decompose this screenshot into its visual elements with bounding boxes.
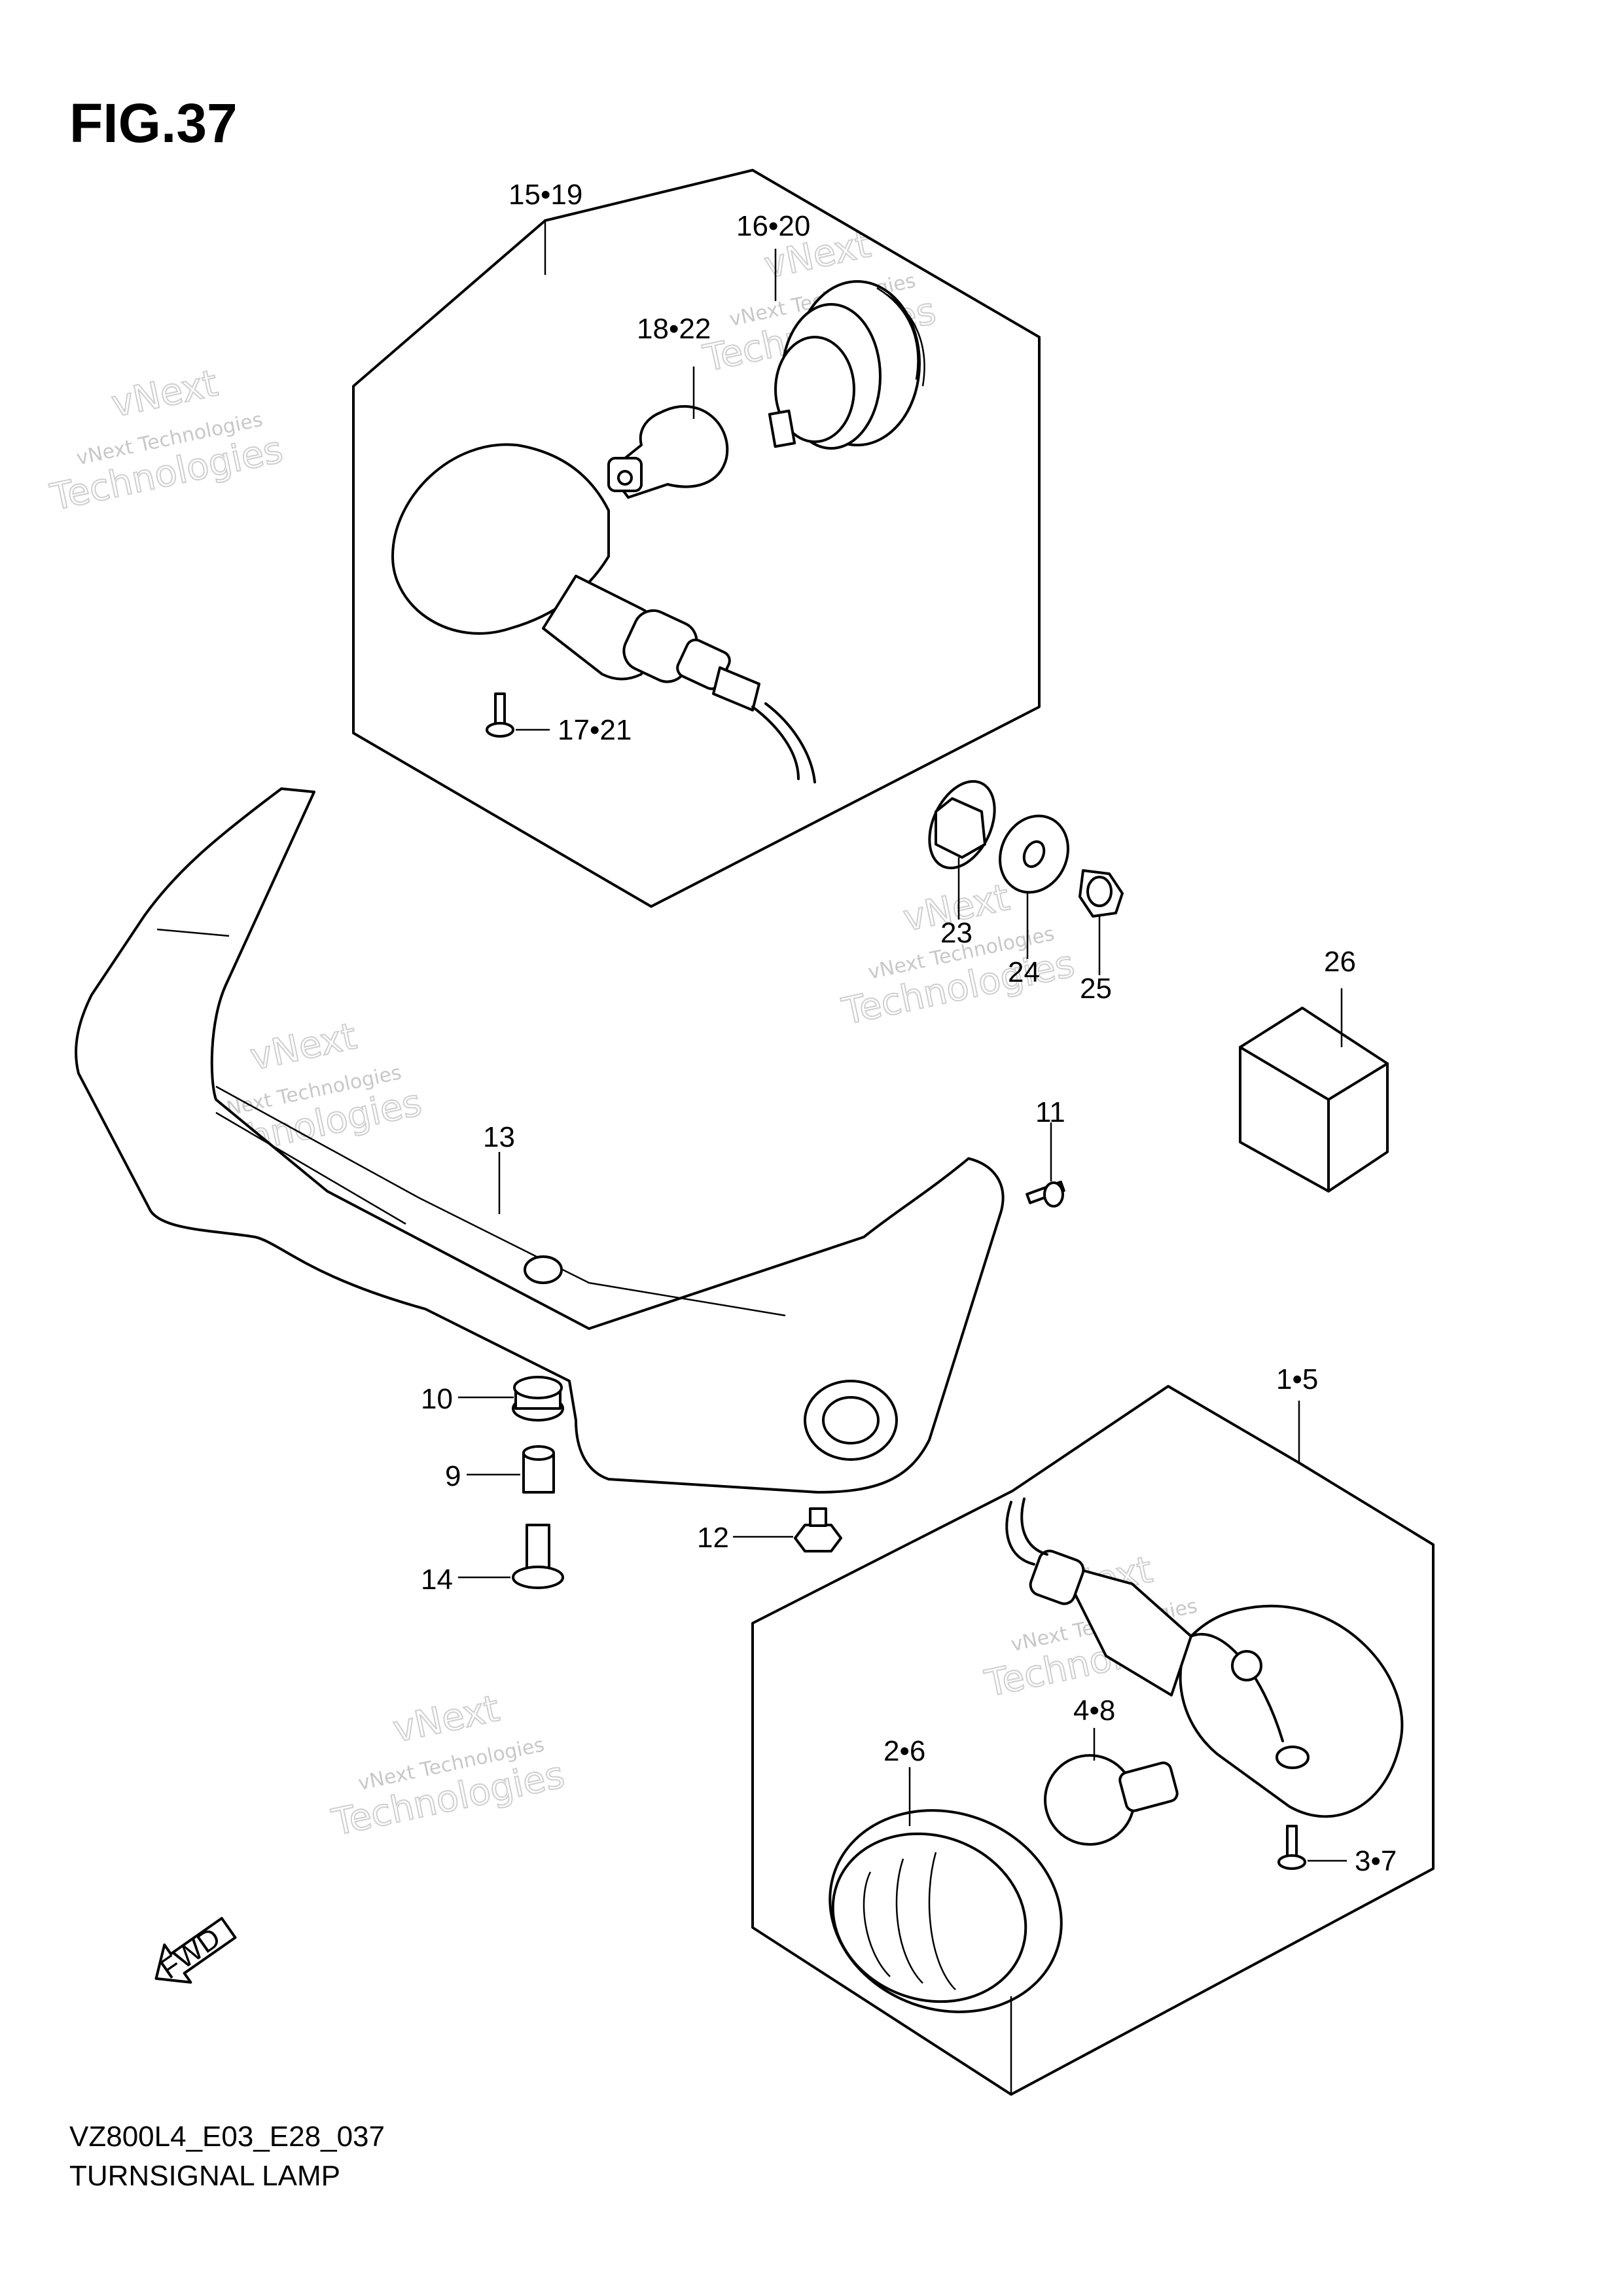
forward-direction-arrow: FWD [154,1916,237,1985]
callout-12: 12 [697,1522,729,1554]
callout-labels: 15•19 16•20 18•22 17•21 23 24 25 26 13 1… [421,179,1397,1877]
watermark-text: vNext [247,1015,361,1079]
bulb-upper [607,404,729,499]
watermark: vNext Technologies vNext Technologies [46,361,287,520]
callout-25: 25 [1080,973,1112,1005]
callout-10: 10 [421,1383,453,1415]
lamp-housing-upper [391,443,816,783]
callout-3-7: 3•7 [1355,1845,1397,1877]
lens-lower [829,1767,1063,2013]
screw-upper [486,692,514,738]
callout-2-6: 2•6 [883,1735,925,1767]
watermark-text: vNext [108,362,222,426]
callout-13: 13 [483,1121,515,1153]
small-hardware [458,1122,1065,1589]
assembly-outline-upper [352,169,1041,908]
bracket-13 [75,787,1005,1494]
lens-upper [768,280,925,450]
watermark: vNext Technologies vNext Technologies [328,1687,569,1845]
callout-17-21: 17•21 [558,714,632,746]
diagram-name: TURNSIGNAL LAMP [69,2160,341,2192]
callout-18-22: 18•22 [637,313,711,345]
relay-26 [1239,988,1389,1193]
callout-4-8: 4•8 [1073,1695,1115,1727]
callout-11: 11 [1035,1096,1065,1128]
callout-9: 9 [445,1460,461,1492]
callout-1-5: 1•5 [1276,1363,1318,1395]
callout-14: 14 [421,1564,453,1596]
callout-24: 24 [1008,956,1040,988]
upper-turnsignal-assembly [352,169,1041,908]
lower-turnsignal-assembly [751,1385,1435,2096]
callout-26: 26 [1324,946,1356,978]
model-code: VZ800L4_E03_E28_037 [69,2121,385,2153]
screw-lower [1277,1825,1347,1870]
hardware-23-25 [928,780,1124,975]
callout-16-20: 16•20 [736,210,810,242]
bulb-lower [1044,1728,1179,1846]
watermark-text: vNext [389,1687,503,1751]
callout-15-19: 15•19 [508,179,582,211]
lamp-housing-lower [1005,1498,1404,1818]
figure-title: FIG.37 [69,92,238,154]
callout-23: 23 [940,917,972,949]
